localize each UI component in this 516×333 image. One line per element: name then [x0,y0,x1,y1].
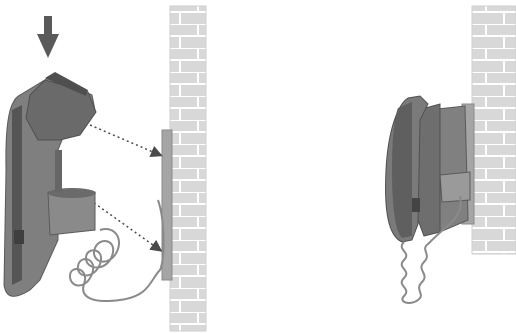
handset-right [385,95,429,243]
phone-base-left [3,72,97,297]
coiled-cord-left [68,199,165,302]
brick-wall-left [169,5,207,332]
arrow-down-icon [37,16,59,58]
step-before-mount [3,5,207,332]
brick-wall-right [471,5,516,255]
step-after-mount [385,5,516,304]
dotted-arrow-icon [89,124,163,157]
coiled-cord-right [400,195,462,304]
dotted-arrow-icon [89,199,163,252]
phone-base-right [417,103,471,237]
wall-bracket-left [161,129,173,281]
